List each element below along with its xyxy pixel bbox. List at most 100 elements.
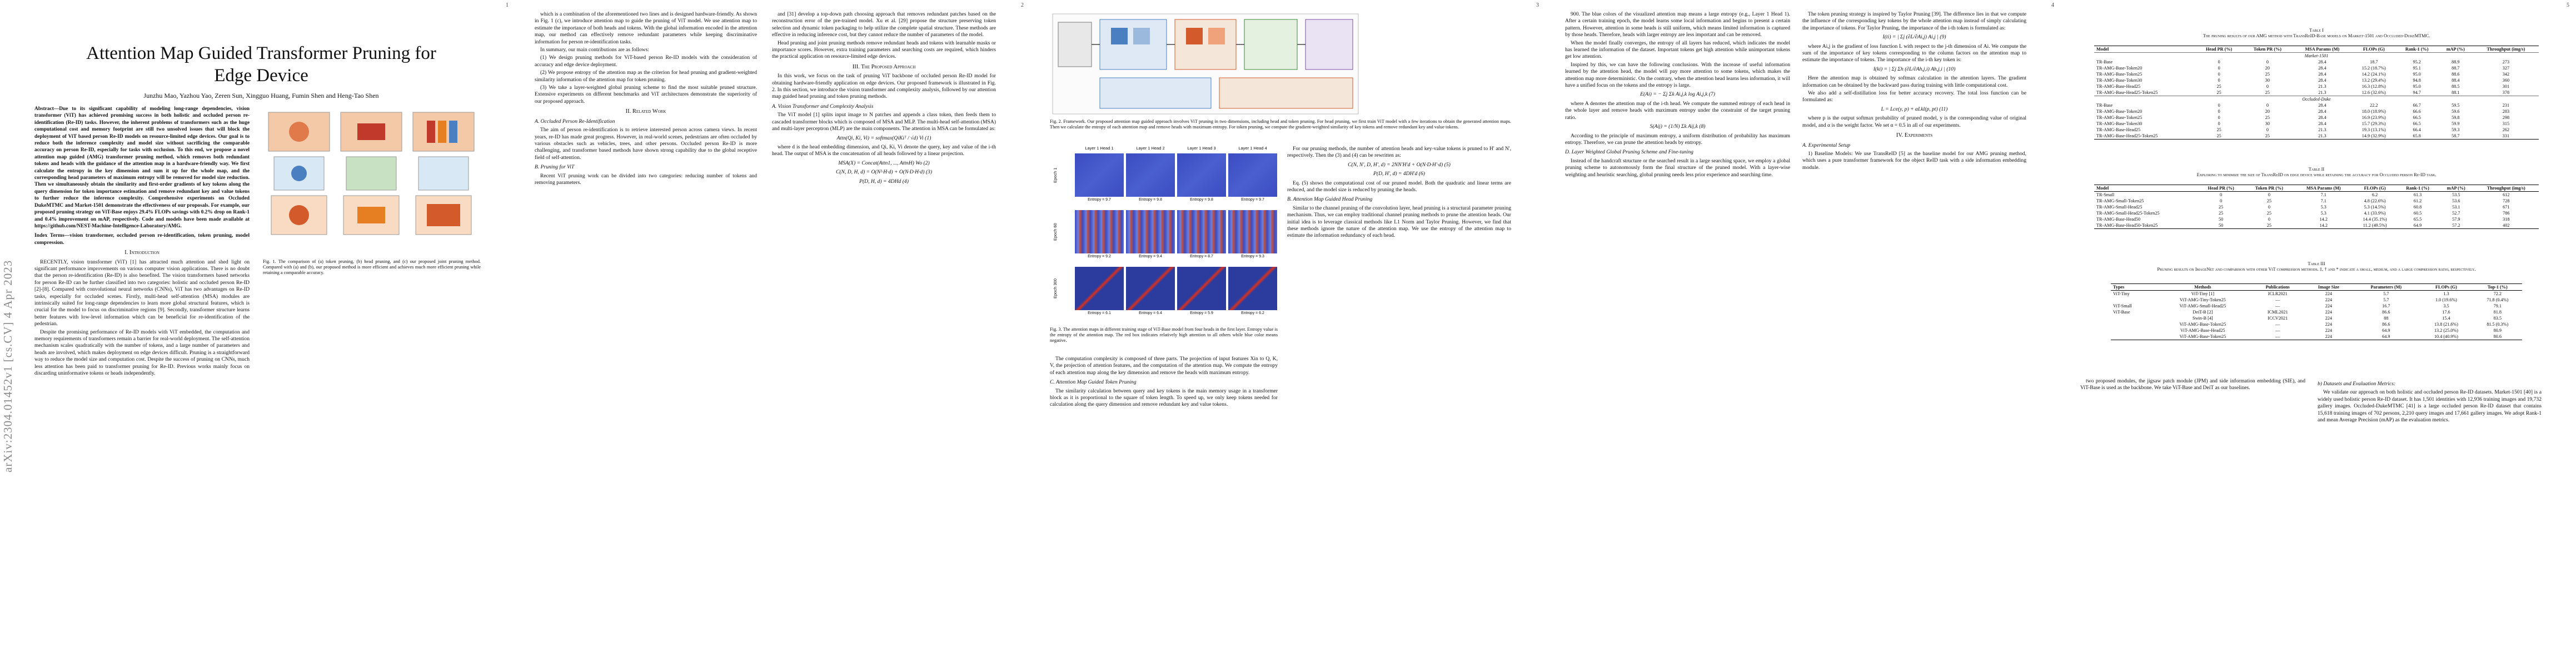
paragraph: We validate our approach on both holisti…: [2318, 389, 2542, 424]
table-cell: 273: [2502, 59, 2510, 64]
table-cell: 25: [2216, 84, 2221, 89]
table-cell: TR-AMG-Base-Head25-Token25: [2096, 133, 2158, 138]
attention-map: [1177, 153, 1226, 197]
table-cell: Market-1501: [2094, 52, 2539, 59]
table-header-cell: mAP (%): [2446, 47, 2465, 52]
figure-2: [1050, 11, 1361, 117]
table-cell: 0: [2268, 205, 2270, 210]
table-cell: 318: [2503, 217, 2510, 222]
table-cell: 21.3: [2318, 84, 2326, 89]
paragraph: The computation complexity is composed o…: [1050, 356, 1278, 376]
table-cell: 30: [2265, 121, 2270, 126]
paragraph: Head pruning and joint pruning methods r…: [772, 39, 996, 60]
table-cell: 81.5 (0.3%): [2487, 322, 2509, 327]
equation-8: S(Aij) = (1/N) Σk Aij,k (8): [1650, 123, 1706, 130]
table-cell: 88: [2384, 316, 2389, 321]
table-cell: 331: [2502, 133, 2510, 138]
table-header-cell: Throughput (img/s): [2487, 186, 2525, 191]
page-number: 4: [2051, 2, 2054, 8]
paragraph: 1) Baseline Models: We use TransReID [5]…: [1802, 150, 2026, 171]
table-cell: 0: [2268, 217, 2270, 222]
paragraph: We also add a self-distillation loss for…: [1802, 90, 2026, 103]
table-cell: 83.5: [2493, 316, 2502, 321]
table-cell: 0: [2266, 127, 2269, 132]
paragraph: In summary, our main contributions are a…: [540, 47, 650, 53]
fig3-row-label: Epoch 1: [1053, 167, 1058, 183]
attention-map: [1228, 210, 1277, 253]
table-header-cell: Model: [2096, 47, 2109, 52]
table-cell: 0: [2218, 103, 2220, 108]
subsection-heading: D. Layer Weighted Global Pruning Scheme …: [1565, 149, 1693, 156]
table-cell: 5.7: [2383, 297, 2389, 302]
table-cell: 59.5: [2452, 103, 2460, 108]
table-cell: 224: [2325, 334, 2333, 339]
table-cell: 66.5: [2413, 115, 2421, 120]
page-number: 1: [506, 2, 509, 8]
column-8: The token pruning strategy is inspired b…: [1802, 11, 2026, 661]
table-cell: 95.0: [2413, 72, 2421, 77]
entropy-label: Entropy = 9.7: [1088, 198, 1111, 202]
table-cell: 224: [2325, 303, 2333, 308]
table-cell: TR-AMG-Base-Token25: [2096, 115, 2142, 120]
table-cell: 15.2 (18.7%): [2361, 66, 2386, 71]
table-cell: ICLR2021: [2268, 291, 2288, 296]
table-cell: 0: [2218, 59, 2220, 64]
table-cell: 0: [2218, 121, 2220, 126]
table-cell: 95.2: [2413, 59, 2421, 64]
entropy-label: Entropy = 5.9: [1190, 311, 1213, 315]
table-cell: 25: [2266, 198, 2271, 203]
table-cell: 342: [2502, 72, 2510, 77]
fig1-panel-c: [412, 112, 475, 235]
paragraph: Instead of the handcraft structure or th…: [1565, 157, 1790, 178]
table-cell: 671: [2503, 205, 2510, 210]
table-header-cell: FLOPs (G): [2364, 186, 2386, 191]
table-cell: ViT-AMG-Base-Head25: [2180, 328, 2225, 333]
table-cell: 315: [2502, 121, 2510, 126]
paragraph: where p is the output softmax probabilit…: [1802, 115, 2026, 128]
figure-1-caption: Fig. 1. The comparison of (a) token prun…: [263, 259, 481, 276]
contribution-3: (3) We take a layer-weighted global prun…: [535, 84, 757, 104]
table-cell: 22.2: [2370, 103, 2378, 108]
table-group-row: Market-1501: [2094, 52, 2539, 59]
table-cell: 0: [2266, 103, 2269, 108]
entropy-label: Entropy = 9.2: [1088, 255, 1111, 258]
entropy-label: Entropy = 9.8: [1139, 198, 1162, 202]
table-cell: 402: [2503, 223, 2510, 228]
table-cell: 66.4: [2413, 127, 2421, 132]
attention-map: [1126, 267, 1175, 310]
table-cell: —: [2275, 322, 2280, 327]
table-cell: 25: [2216, 133, 2221, 138]
subsection-heading: A. Experimental Setup: [1802, 142, 1851, 148]
page-number: 3: [1536, 2, 1539, 8]
section-heading: IV. Experiments: [1896, 132, 1933, 139]
table-2-label: Table II: [2308, 167, 2325, 172]
subsection-heading: b) Datasets and Evaluation Metrics:: [2318, 381, 2396, 387]
subsection-heading: A. Vision Transformer and Complexity Ana…: [772, 103, 874, 109]
table-cell: TR-AMG-Base-Token30: [2096, 121, 2142, 126]
figure-1: [263, 107, 481, 257]
table-cell: 4.1 (33.9%): [2364, 211, 2386, 216]
table-cell: 88.6: [2452, 72, 2460, 77]
table-cell: 61.3: [2413, 192, 2422, 197]
table-cell: 224: [2325, 322, 2333, 327]
table-cell: TR-AMG-Small-Token25: [2096, 198, 2144, 203]
table-header-cell: Image Size: [2318, 285, 2339, 290]
paragraph: RECENTLY, vision transformer (ViT) [1] h…: [34, 258, 250, 327]
fig1-panel-b: [340, 112, 402, 235]
table-header-cell: mAP (%): [2447, 186, 2465, 191]
table-cell: 94.7: [2413, 90, 2421, 95]
table-cell: 5.3: [2320, 211, 2326, 216]
table-cell: TR-AMG-Small-Head25: [2096, 205, 2142, 210]
table-cell: 6.2: [2371, 192, 2378, 197]
equation-11: L = Lce(y, p) + αLkl(p, pt) (11): [1881, 106, 1948, 112]
table-cell: 224: [2325, 316, 2333, 321]
paragraph: According to the principle of maximum en…: [1565, 132, 1790, 146]
table-cell: 283: [2502, 109, 2510, 114]
table-cell: Swin-B [4]: [2193, 316, 2213, 321]
table-cell: 28.4: [2318, 59, 2326, 64]
figure-2-caption: Fig. 2. Framework. Our proposed attentio…: [1050, 119, 1511, 130]
